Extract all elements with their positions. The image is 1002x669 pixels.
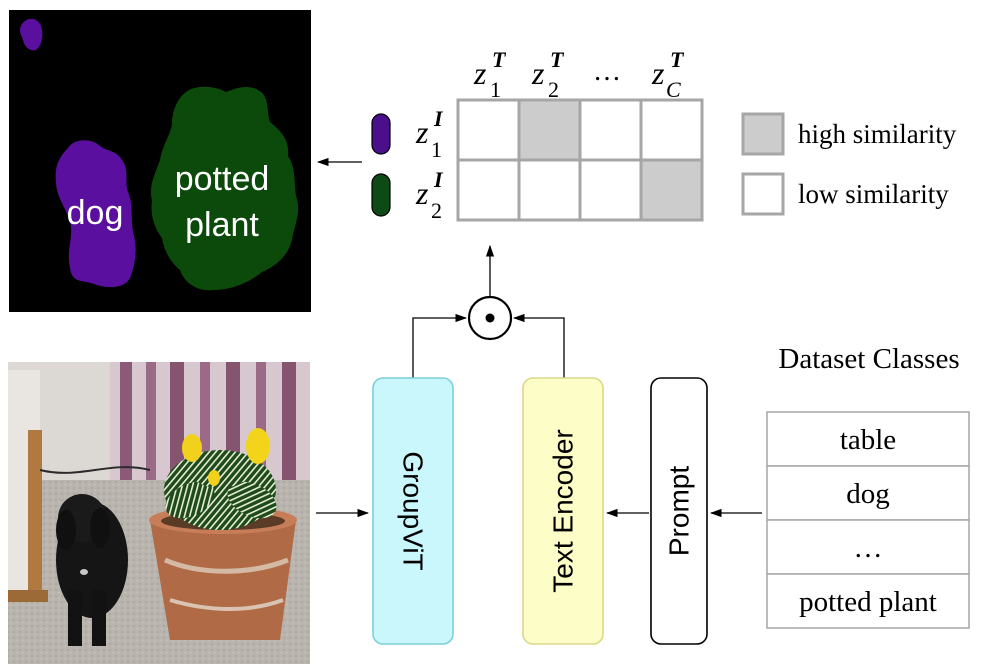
- dog-label: dog: [67, 194, 124, 232]
- potted-plant-segment: [150, 86, 299, 291]
- svg-text:…: …: [593, 56, 621, 87]
- matrix-cell-r2-c3: [578, 158, 643, 222]
- svg-text:T: T: [492, 47, 507, 72]
- photo-plant: [164, 450, 277, 530]
- svg-text:z: z: [415, 114, 429, 150]
- matrix-cell-r1-c3: [578, 98, 643, 162]
- prompt-label: Prompt: [664, 466, 695, 556]
- matrix-cell-r2-c1: [456, 158, 521, 222]
- svg-text:1: 1: [431, 137, 442, 162]
- svg-text:I: I: [433, 106, 444, 131]
- column-header-1: z T 1: [473, 47, 507, 102]
- svg-text:z: z: [473, 55, 487, 91]
- matrix-cell-r2-c4: [639, 158, 704, 222]
- legend-high-swatch: [741, 112, 785, 156]
- dataset-classes-title: Dataset Classes: [778, 343, 959, 375]
- svg-text:2: 2: [431, 198, 442, 223]
- row-2-token-icon: [371, 173, 391, 217]
- legend: high similarity low similarity: [741, 112, 957, 216]
- dog-small-segment: [20, 18, 43, 51]
- column-header-2: z T 2: [531, 47, 565, 102]
- groupvit-label: GroupViT: [398, 451, 429, 570]
- svg-text:z: z: [531, 55, 545, 91]
- text-encoder-block: Text Encoder: [522, 377, 604, 645]
- class-label: …: [854, 532, 883, 564]
- svg-text:1: 1: [490, 77, 501, 102]
- matrix-cells: [456, 98, 704, 222]
- class-cell: [766, 465, 970, 521]
- class-cell: [766, 519, 970, 575]
- matrix-cell-r2-c2: [517, 158, 582, 222]
- class-label: table: [840, 424, 896, 456]
- svg-text:I: I: [433, 167, 444, 192]
- svg-text:T: T: [550, 47, 565, 72]
- class-cell: [766, 411, 970, 467]
- segmentation-output: dog potted plant: [9, 10, 311, 312]
- matrix-cell-r1-c2: [517, 98, 582, 162]
- svg-text:C: C: [666, 77, 681, 102]
- dataset-classes-table: table dog … potted plant: [766, 411, 970, 629]
- potted-plant-label-line2: plant: [185, 206, 259, 244]
- potted-plant-label-line1: potted: [175, 160, 270, 198]
- legend-low-label: low similarity: [798, 179, 949, 209]
- arrow-text-encoder-to-operator: [512, 313, 565, 378]
- legend-low-swatch: [741, 172, 785, 216]
- dog-segment: [55, 140, 136, 288]
- row-header-1: z I 1: [371, 106, 444, 162]
- photo-dog: [56, 494, 128, 646]
- arrow-groupvit-to-operator: [412, 313, 468, 378]
- svg-text:z: z: [651, 55, 665, 91]
- class-label: potted plant: [799, 586, 937, 618]
- photo-flowers: [182, 428, 270, 486]
- column-header-ellipsis: …: [593, 56, 621, 87]
- row-header-2: z I 2: [371, 167, 444, 223]
- row-1-token-icon: [371, 113, 391, 155]
- class-cell: [766, 573, 970, 629]
- matrix-cell-r1-c4: [639, 98, 704, 162]
- chair: [8, 370, 48, 602]
- legend-high-label: high similarity: [798, 119, 957, 149]
- prompt-block: Prompt: [650, 377, 708, 645]
- text-encoder-label: Text Encoder: [548, 429, 579, 592]
- svg-text:2: 2: [548, 77, 559, 102]
- input-photo: [8, 362, 310, 664]
- similarity-matrix: z T 1 z T 2 … z T C z I 1 z I 2: [371, 47, 704, 223]
- matrix-cell-r1-c1: [456, 98, 521, 162]
- column-header-C: z T C: [651, 47, 685, 102]
- svg-text:T: T: [670, 47, 685, 72]
- dot-product-icon: [467, 295, 513, 341]
- class-label: dog: [846, 478, 890, 510]
- svg-text:z: z: [415, 175, 429, 211]
- groupvit-block: GroupViT: [372, 377, 454, 645]
